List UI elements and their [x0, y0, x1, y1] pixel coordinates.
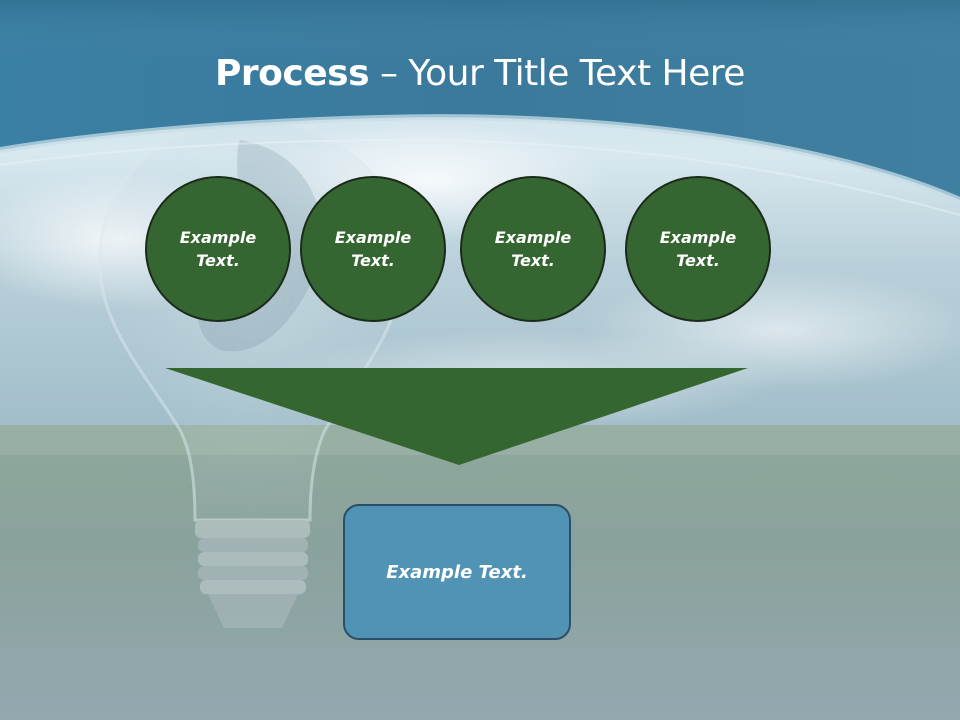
- process-circle-3[interactable]: Example Text.: [460, 176, 606, 322]
- result-box[interactable]: Example Text.: [343, 504, 571, 640]
- process-circle-2[interactable]: Example Text.: [300, 176, 446, 322]
- slide-title: Process – Your Title Text Here: [0, 50, 960, 98]
- title-strong: Process: [215, 53, 370, 94]
- process-circle-label: Example Text.: [334, 228, 412, 270]
- title-rest: – Your Title Text Here: [369, 53, 745, 94]
- process-circle-label: Example Text.: [179, 228, 257, 270]
- result-label: Example Text.: [386, 561, 528, 583]
- process-circle-label: Example Text.: [659, 228, 737, 270]
- process-circle-4[interactable]: Example Text.: [625, 176, 771, 322]
- process-circle-label: Example Text.: [494, 228, 572, 270]
- process-circle-1[interactable]: Example Text.: [145, 176, 291, 322]
